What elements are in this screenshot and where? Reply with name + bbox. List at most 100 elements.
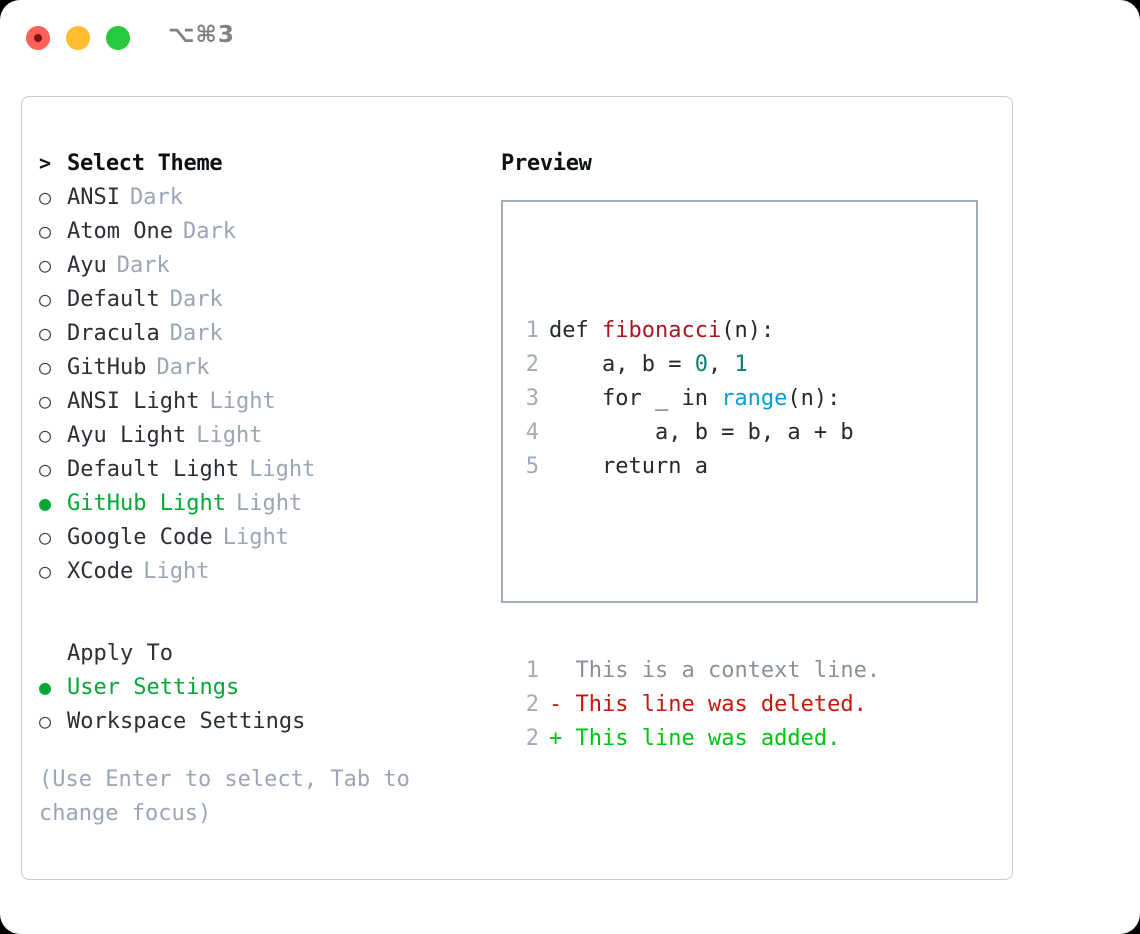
theme-option-label: ANSI Light [67, 389, 200, 414]
apply-to-option-user-settings[interactable]: ● User Settings [39, 675, 489, 709]
code-token: fibonacci [601, 318, 722, 343]
apply-to-option-label: User Settings [67, 675, 240, 700]
radio-unselected-icon: ○ [39, 355, 52, 379]
code-line-text: a, b = b, a + b [549, 416, 854, 450]
theme-variant-badge: Light [196, 423, 263, 448]
preview-title: Preview [501, 151, 592, 176]
code-line-text: for _ in range(n): [549, 382, 840, 416]
theme-option-ayu-light[interactable]: ○ Ayu Light Light [39, 423, 489, 457]
diff-sign: - [549, 692, 576, 717]
keyboard-shortcut-label: ⌥⌘3 [168, 22, 235, 48]
radio-selected-icon: ● [39, 675, 52, 699]
code-line: 3 for _ in range(n): [513, 382, 880, 416]
theme-option-github[interactable]: ○ GitHub Dark [39, 355, 489, 389]
close-button[interactable] [26, 26, 50, 50]
diff-sign [549, 654, 576, 688]
diff-line-number: 2 [525, 692, 539, 717]
theme-list-header: > Select Theme [39, 151, 489, 185]
theme-option-label: Ayu Light [67, 423, 187, 448]
theme-option-ansi-light[interactable]: ○ ANSI Light Light [39, 389, 489, 423]
radio-unselected-icon: ○ [39, 185, 52, 209]
title-bar: ⌥⌘3 [0, 0, 1140, 78]
radio-unselected-icon: ○ [39, 389, 52, 413]
radio-unselected-icon: ○ [39, 423, 52, 447]
code-line-number: 1 [525, 318, 539, 343]
diff-sign: + [549, 726, 576, 751]
diff-line-add: 2 + This line was added. [513, 722, 880, 756]
theme-variant-badge: Light [249, 457, 316, 482]
code-line-number: 2 [525, 352, 539, 377]
theme-option-default-light[interactable]: ○ Default Light Light [39, 457, 489, 491]
code-line: 5 return a [513, 450, 880, 484]
code-line-number: 3 [525, 386, 539, 411]
theme-option-label: XCode [67, 559, 134, 584]
theme-option-ayu[interactable]: ○ Ayu Dark [39, 253, 489, 287]
radio-unselected-icon: ○ [39, 525, 52, 549]
theme-option-label: Default Light [67, 457, 240, 482]
theme-variant-badge: Dark [169, 321, 223, 346]
diff-line-del: 2- This line was deleted. [513, 688, 880, 722]
radio-unselected-icon: ○ [39, 321, 52, 345]
code-token: for _ in [549, 386, 722, 411]
code-token: range [721, 386, 788, 411]
caret-icon: > [39, 151, 52, 175]
radio-unselected-icon: ○ [39, 287, 52, 311]
theme-variant-badge: Light [143, 559, 210, 584]
code-line: 1 def fibonacci(n): [513, 314, 880, 348]
theme-variant-badge: Dark [116, 253, 170, 278]
theme-option-label: Ayu [67, 253, 107, 278]
code-token: 0 [694, 352, 708, 377]
theme-list-title: Select Theme [67, 151, 223, 176]
code-token: a, b = [549, 352, 695, 377]
radio-unselected-icon: ○ [39, 457, 52, 481]
code-token: return a [549, 454, 708, 479]
theme-variant-badge: Light [209, 389, 276, 414]
minimize-button[interactable] [66, 26, 90, 50]
diff-line-text: This line was deleted. [575, 692, 867, 717]
radio-unselected-icon: ○ [39, 253, 52, 277]
theme-option-xcode[interactable]: ○ XCode Light [39, 559, 489, 593]
theme-option-label: GitHub [67, 355, 147, 380]
maximize-button[interactable] [106, 26, 130, 50]
code-line-number: 4 [525, 420, 539, 445]
code-token: (n): [787, 386, 841, 411]
apply-to-option-label: Workspace Settings [67, 709, 306, 734]
radio-unselected-icon: ○ [39, 559, 52, 583]
code-line-number: 5 [525, 454, 539, 479]
keyboard-hint: (Use Enter to select, Tab to change focu… [39, 767, 410, 826]
theme-option-label: ANSI [67, 185, 120, 210]
code-token: , [707, 352, 735, 377]
code-token: (n): [721, 318, 775, 343]
radio-selected-icon: ● [39, 491, 52, 515]
theme-variant-badge: Dark [169, 287, 223, 312]
code-line-text: def fibonacci(n): [549, 314, 774, 348]
theme-option-label: Google Code [67, 525, 213, 550]
theme-option-ansi[interactable]: ○ ANSI Dark [39, 185, 489, 219]
diff-line-number: 2 [525, 726, 539, 751]
code-token: 1 [734, 352, 748, 377]
code-token: def [549, 318, 602, 343]
theme-variant-badge: Dark [129, 185, 183, 210]
diff-line-text: This line was added. [575, 726, 841, 751]
code-line-text: a, b = 0, 1 [549, 348, 748, 382]
theme-variant-badge: Dark [156, 355, 210, 380]
diff-line-number: 1 [525, 658, 539, 683]
apply-to-options-list: ● User Settings ○Workspace Settings [39, 675, 489, 743]
code-line-text: return a [549, 450, 708, 484]
apply-to-label: Apply To [67, 641, 173, 666]
section-spacer [39, 593, 489, 641]
diff-line-ctx: 1 This is a context line. [513, 654, 880, 688]
apply-to-option-workspace-settings[interactable]: ○Workspace Settings [39, 709, 489, 743]
